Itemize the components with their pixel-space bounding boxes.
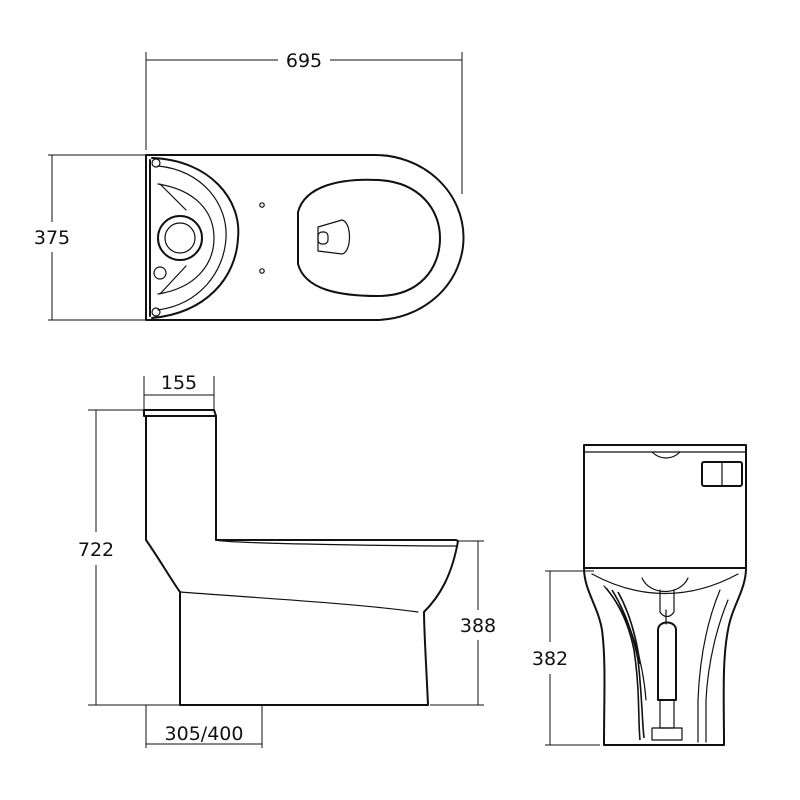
side-bowl-line — [179, 591, 419, 613]
dimension-top-width: 695 — [145, 50, 463, 194]
trapway-right — [697, 589, 721, 743]
front-bowl — [583, 567, 747, 746]
tank-inner-curve — [157, 165, 227, 311]
top-outline — [145, 154, 465, 321]
dimension-label-rough-in: 305/400 — [165, 723, 244, 745]
fill-valve-hole — [153, 266, 167, 280]
side-tank-lid — [143, 409, 217, 417]
seat-hole-upper — [259, 202, 265, 208]
dimension-front-height: 382 — [532, 570, 600, 746]
dimension-tank-depth: 155 — [143, 372, 215, 410]
top-view: 695 375 — [34, 50, 465, 321]
dimension-rough-in: 305/400 — [145, 705, 263, 748]
side-profile — [145, 415, 459, 706]
dimension-total-height: 722 — [78, 409, 180, 706]
tank-outer-curve — [151, 157, 240, 319]
flush-valve-ring — [157, 215, 203, 261]
dimension-top-depth: 375 — [34, 154, 146, 321]
dimension-label-tank-depth: 155 — [161, 372, 197, 394]
dimension-label-top-width: 695 — [286, 50, 322, 72]
dimension-label-top-depth: 375 — [34, 227, 70, 249]
bowl-opening — [297, 178, 441, 297]
dimension-seat-height: 388 — [430, 540, 496, 706]
dimension-label-seat-height: 388 — [460, 615, 496, 637]
front-outlet-pipe — [657, 621, 677, 701]
bowl-outlet — [317, 219, 351, 255]
dimension-label-front-height: 382 — [532, 648, 568, 670]
seat-hole-lower — [259, 268, 265, 274]
dimension-label-total-height: 722 — [78, 539, 114, 561]
front-view: 382 — [532, 444, 747, 746]
side-view: 155 722 388 305/400 — [78, 372, 496, 748]
